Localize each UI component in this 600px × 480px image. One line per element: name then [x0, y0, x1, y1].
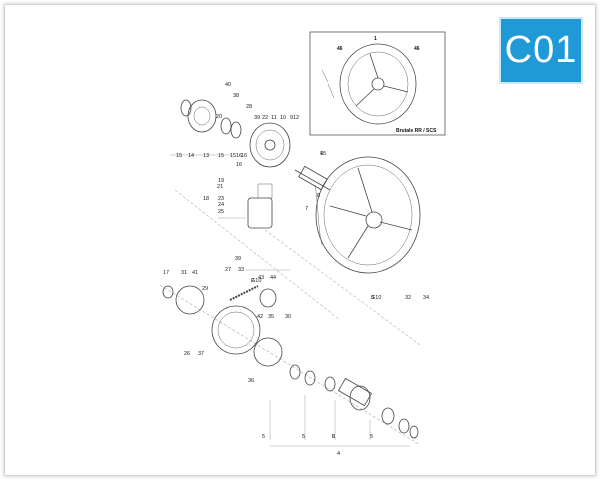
callout-5: 5: [262, 434, 265, 440]
callout-44: 44: [270, 275, 276, 281]
callout-4: 4: [337, 451, 340, 457]
callout-36: 36: [248, 378, 254, 384]
callout-8: 8: [317, 193, 320, 199]
callout-39: 39: [235, 256, 241, 262]
callout-5: 5: [332, 434, 335, 440]
callout-34: 34: [423, 295, 429, 301]
callout-26: 26: [184, 351, 190, 357]
callout-41: 41: [192, 270, 198, 276]
drive-chain-assembly: [162, 285, 283, 367]
callout-2: 2: [251, 278, 254, 284]
callout-15: 15: [218, 153, 224, 159]
lower-axle-assembly: [289, 364, 419, 439]
callout-25: 25: [218, 209, 224, 215]
inset-box: 1 46 46 Brutale RR / SCS: [309, 31, 446, 136]
axle-group-upper: [180, 99, 331, 191]
callout-17: 17: [163, 270, 169, 276]
callout-9: 9: [290, 115, 293, 121]
callout-30: 30: [285, 314, 291, 320]
callout-32: 32: [405, 295, 411, 301]
callout-3: 3: [371, 295, 374, 301]
brake-disc: [249, 122, 291, 168]
rear-wheel: [314, 156, 421, 274]
inset-caption: Brutale RR / SCS: [396, 128, 437, 134]
callout-10: 10: [280, 115, 286, 121]
callout-29: 29: [202, 286, 208, 292]
callout-19: 19: [218, 178, 224, 184]
callout-18: 18: [203, 196, 209, 202]
callout-43: 43: [258, 275, 264, 281]
callout-15: 15: [176, 153, 182, 159]
callout-24: 24: [218, 202, 224, 208]
callout-31: 31: [181, 270, 187, 276]
callout-16: 16: [241, 153, 247, 159]
callout-g10: G10: [251, 278, 261, 284]
callout-16: 16: [236, 162, 242, 168]
callout-20: 20: [216, 114, 222, 120]
callout-38: 38: [233, 93, 239, 99]
callout-16: 16: [236, 153, 242, 159]
callout-33: 33: [238, 267, 244, 273]
callout-6: 6: [332, 434, 335, 440]
brake-caliper: [247, 183, 273, 229]
callout-37: 37: [198, 351, 204, 357]
callout-39: 39: [254, 115, 260, 121]
callout-35: 35: [268, 314, 274, 320]
callout-1: 1: [320, 151, 323, 157]
callout-11: 11: [271, 115, 277, 121]
callout-5: 5: [302, 434, 305, 440]
callout-14: 14: [188, 153, 194, 159]
section-code-badge: C01: [499, 17, 583, 84]
callout-15: 15: [230, 153, 236, 159]
callout-5: 5: [370, 434, 373, 440]
callout-21: 21: [217, 184, 223, 190]
callout-42: 42: [257, 314, 263, 320]
callout-g10: G10: [371, 295, 381, 301]
callout-12: 12: [293, 115, 299, 121]
callout-7: 7: [305, 206, 308, 212]
callout-28: 28: [246, 104, 252, 110]
diagram-frame: [4, 4, 596, 476]
inset-label-46b: 46: [414, 46, 420, 52]
callout-23: 23: [218, 196, 224, 202]
callout-45: 45: [320, 151, 326, 157]
callout-22: 22: [262, 115, 268, 121]
inset-label-1: 1: [374, 36, 377, 42]
callout-27: 27: [225, 267, 231, 273]
inset-wheel-outer: [339, 43, 417, 125]
inset-label-46a: 46: [337, 46, 343, 52]
callout-13: 13: [203, 153, 209, 159]
callout-40: 40: [225, 82, 231, 88]
